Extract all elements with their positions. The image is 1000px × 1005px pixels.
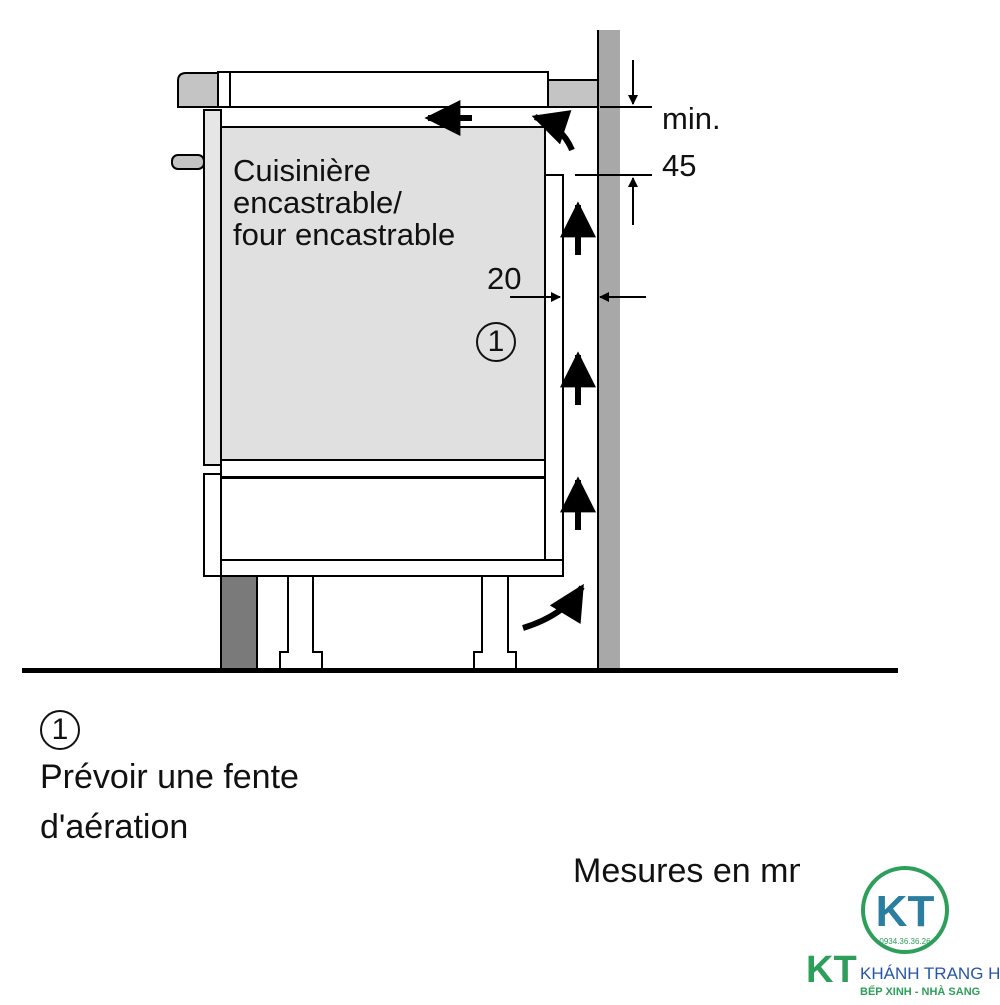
legend-marker-wrap: 1 [40, 710, 80, 750]
legend-text-line1: Prévoir une fente [40, 758, 299, 796]
svg-text:KT: KT [806, 949, 857, 991]
shelf [220, 459, 546, 478]
cabinet-base [220, 559, 564, 577]
appliance-label-line1: Cuisinière [233, 153, 371, 188]
legend-text-line2: d'aération [40, 808, 189, 846]
knob [171, 154, 205, 170]
gap-dimension-value: 20 [487, 261, 522, 296]
svg-text:KT: KT [876, 887, 935, 936]
logo-icon: KT 0934.36.36.26 KT KHÁNH TRANG HOME BẾP… [806, 866, 1000, 998]
cabinet-side-panel [544, 174, 564, 561]
worktop-right [547, 79, 599, 108]
min-dimension-value: 45 [662, 148, 697, 183]
cooktop [217, 71, 549, 108]
drawer [220, 477, 546, 561]
callout-marker-wrap: 1 [476, 322, 516, 362]
legend-marker: 1 [40, 710, 80, 750]
wall [598, 30, 620, 670]
logo-tagline: BẾP XINH - NHÀ SANG [860, 985, 980, 998]
logo-phone: 0934.36.36.26 [879, 937, 931, 946]
min-label: min. [662, 101, 721, 136]
lower-front-panel [203, 473, 222, 577]
logo-brand: KHÁNH TRANG HOME [860, 964, 1000, 983]
cabinet-front-frame [203, 109, 222, 466]
appliance-label-line3: four encastrable [233, 217, 456, 252]
airflow-arrows [424, 100, 596, 631]
appliance-label-line2: encastrable/ [233, 185, 402, 220]
floor [22, 668, 898, 673]
watermark-logo: KT 0934.36.36.26 KT KHÁNH TRANG HOME BẾP… [800, 858, 1000, 1000]
units-note: Mesures en mm [573, 852, 817, 890]
dimension-lines [510, 60, 652, 302]
callout-marker: 1 [476, 322, 516, 362]
worktop-left [177, 72, 219, 108]
plinth [220, 575, 258, 671]
leg [279, 575, 323, 671]
leg [473, 575, 517, 671]
